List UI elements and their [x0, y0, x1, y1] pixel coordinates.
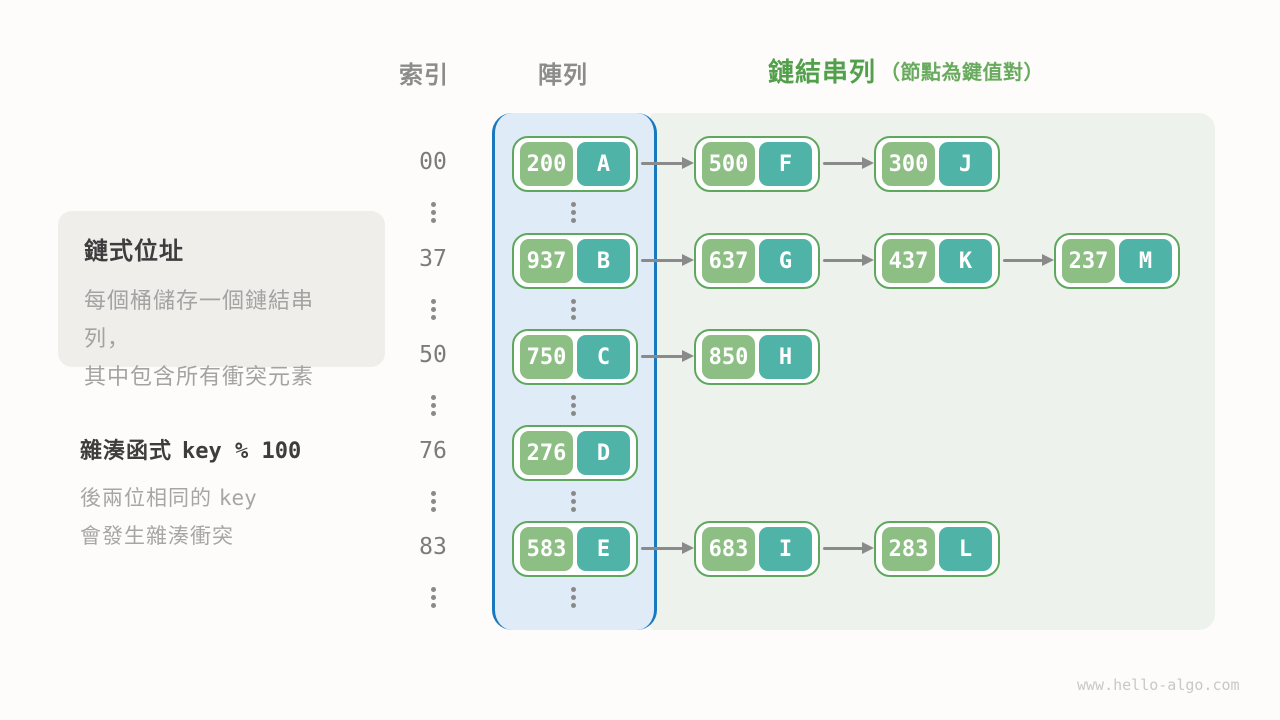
chain-node: 237 M	[1054, 233, 1180, 289]
node-key: 850	[702, 335, 755, 379]
chaining-info-title: 鏈式位址	[84, 238, 184, 265]
link-arrow	[1003, 254, 1054, 266]
node-value: J	[939, 142, 992, 186]
link-arrow	[641, 350, 694, 362]
node-key: 500	[702, 142, 755, 186]
index-column-header: 索引	[399, 62, 449, 89]
chaining-info-box: 鏈式位址 每個桶儲存一個鏈結串列， 其中包含所有衝突元素	[58, 211, 385, 389]
linked-list-header-note: （節點為鍵值對）	[880, 62, 1045, 84]
chain-node: 637 G	[694, 233, 820, 289]
node-value: L	[939, 527, 992, 571]
node-key: 276	[520, 431, 573, 475]
node-key: 283	[882, 527, 935, 571]
ellipsis-dots	[571, 587, 577, 608]
node-value: A	[577, 142, 630, 186]
hash-function-line1: 後兩位相同的 key	[80, 486, 257, 510]
ellipsis-dots	[431, 587, 437, 608]
node-key: 237	[1062, 239, 1115, 283]
link-arrow	[823, 157, 874, 169]
ellipsis-dots	[431, 491, 437, 512]
array-column-header: 陣列	[538, 62, 588, 89]
hash-function-title-text: 雜湊函式	[80, 438, 173, 463]
ellipsis-dots	[571, 202, 577, 223]
node-key: 583	[520, 527, 573, 571]
ellipsis-dots	[431, 299, 437, 320]
node-key: 300	[882, 142, 935, 186]
link-arrow	[641, 254, 694, 266]
linked-list-header-title: 鏈結串列	[768, 57, 877, 87]
node-value: B	[577, 239, 630, 283]
chain-node: 850 H	[694, 329, 820, 385]
bucket-node: 276 D	[512, 425, 638, 481]
index-label: 37	[419, 246, 447, 272]
node-key: 683	[702, 527, 755, 571]
hash-function-formula: key % 100	[182, 439, 302, 464]
chain-node: 683 I	[694, 521, 820, 577]
chain-node: 437 K	[874, 233, 1000, 289]
ellipsis-dots	[431, 202, 437, 223]
index-label: 83	[419, 534, 447, 560]
chaining-info-line1: 每個桶儲存一個鏈結串列，	[84, 288, 315, 351]
node-value: F	[759, 142, 812, 186]
node-value: M	[1119, 239, 1172, 283]
node-value: C	[577, 335, 630, 379]
node-value: G	[759, 239, 812, 283]
index-label: 76	[419, 438, 447, 464]
index-label: 00	[419, 149, 447, 175]
node-value: E	[577, 527, 630, 571]
node-key: 200	[520, 142, 573, 186]
chaining-info-line2: 其中包含所有衝突元素	[84, 364, 315, 389]
chain-node: 283 L	[874, 521, 1000, 577]
hash-function-line2: 會發生雜湊衝突	[80, 525, 234, 548]
node-key: 637	[702, 239, 755, 283]
bucket-node: 937 B	[512, 233, 638, 289]
link-arrow	[823, 542, 874, 554]
chain-node: 300 J	[874, 136, 1000, 192]
node-value: I	[759, 527, 812, 571]
link-arrow	[823, 254, 874, 266]
chaining-info-body: 每個桶儲存一個鏈結串列， 其中包含所有衝突元素	[84, 282, 359, 396]
node-value: D	[577, 431, 630, 475]
watermark: www.hello-algo.com	[1077, 676, 1240, 694]
hash-function-title: 雜湊函式 key % 100	[80, 433, 410, 465]
ellipsis-dots	[431, 395, 437, 416]
node-key: 937	[520, 239, 573, 283]
link-arrow	[641, 542, 694, 554]
ellipsis-dots	[571, 299, 577, 320]
link-arrow	[641, 157, 694, 169]
node-value: K	[939, 239, 992, 283]
node-key: 750	[520, 335, 573, 379]
bucket-node: 200 A	[512, 136, 638, 192]
ellipsis-dots	[571, 491, 577, 512]
ellipsis-dots	[571, 395, 577, 416]
node-key: 437	[882, 239, 935, 283]
chain-node: 500 F	[694, 136, 820, 192]
hash-function-body: 後兩位相同的 key 會發生雜湊衝突	[80, 479, 410, 556]
hash-function-note: 雜湊函式 key % 100 後兩位相同的 key 會發生雜湊衝突	[80, 433, 410, 556]
bucket-node: 583 E	[512, 521, 638, 577]
bucket-node: 750 C	[512, 329, 638, 385]
node-value: H	[759, 335, 812, 379]
linked-list-column-header: 鏈結串列 （節點為鍵值對）	[768, 52, 1044, 89]
index-label: 50	[419, 342, 447, 368]
